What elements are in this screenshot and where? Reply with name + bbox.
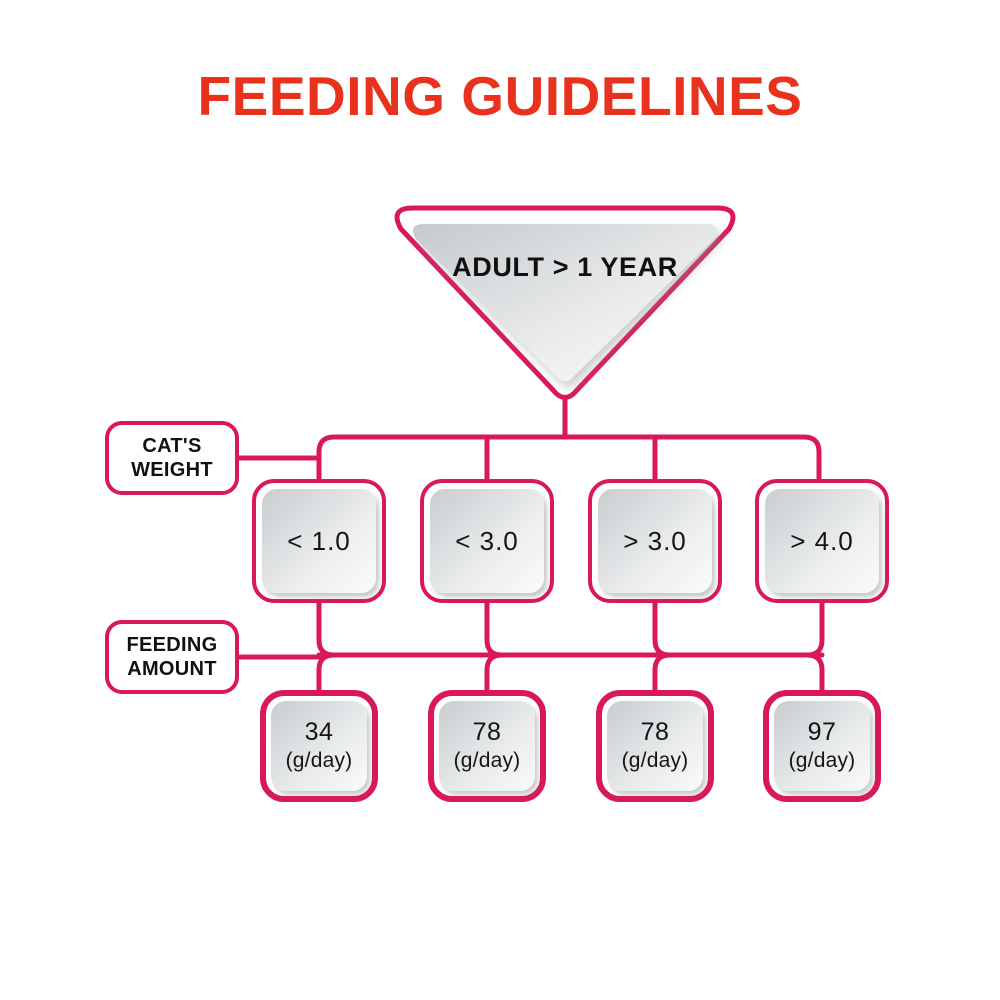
wire-amount-drop-3: [804, 652, 825, 693]
amount-box[interactable]: 97 (g/day): [763, 690, 881, 802]
weight-value: < 3.0: [430, 489, 544, 593]
wire-amount-riser-3: [804, 600, 825, 658]
amount-value: 78: [640, 717, 670, 746]
row-label-cats-weight-line1: CAT'S: [142, 434, 202, 457]
wire-amount-riser-0: [316, 600, 337, 658]
root-node-adult[interactable]: ADULT > 1 YEAR: [383, 200, 747, 400]
wire-amount-drop-2: [652, 652, 673, 693]
amount-value: 34: [304, 717, 334, 746]
amount-inner: 78 (g/day): [607, 701, 703, 791]
amount-unit: (g/day): [285, 749, 353, 773]
weight-box[interactable]: > 3.0: [588, 479, 722, 603]
row-label-feeding-amount-line2: AMOUNT: [127, 658, 217, 680]
amount-inner: 78 (g/day): [439, 701, 535, 791]
amount-inner: 34 (g/day): [271, 701, 367, 791]
triangle-fill: [413, 224, 717, 382]
wire-amount-riser-1: [484, 600, 505, 658]
row-label-cats-weight-line2: WEIGHT: [131, 459, 213, 481]
amount-unit: (g/day): [621, 749, 689, 773]
amount-inner: 97 (g/day): [774, 701, 870, 791]
amount-unit: (g/day): [453, 749, 521, 773]
amount-box[interactable]: 78 (g/day): [596, 690, 714, 802]
weight-box[interactable]: < 1.0: [252, 479, 386, 603]
weight-value: > 3.0: [598, 489, 712, 593]
amount-value: 78: [472, 717, 502, 746]
root-node-label: ADULT > 1 YEAR: [452, 252, 678, 282]
wire-amount-drop-0: [316, 652, 337, 693]
wire-weight-bus: [316, 434, 822, 482]
amount-unit: (g/day): [788, 749, 856, 773]
page-title: FEEDING GUIDELINES: [197, 65, 803, 127]
row-label-feeding-amount-line1: FEEDING: [126, 633, 218, 656]
triangle-shape: [394, 205, 736, 400]
amount-box[interactable]: 34 (g/day): [260, 690, 378, 802]
wire-amount-riser-2: [652, 600, 673, 658]
weight-value: > 4.0: [765, 489, 879, 593]
wire-amount-drop-1: [484, 652, 505, 693]
row-label-cats-weight: CAT'S WEIGHT: [105, 421, 239, 495]
row-label-feeding-amount: FEEDING AMOUNT: [105, 620, 239, 694]
amount-value: 97: [807, 717, 837, 746]
amount-box[interactable]: 78 (g/day): [428, 690, 546, 802]
weight-box[interactable]: < 3.0: [420, 479, 554, 603]
weight-value: < 1.0: [262, 489, 376, 593]
weight-box[interactable]: > 4.0: [755, 479, 889, 603]
